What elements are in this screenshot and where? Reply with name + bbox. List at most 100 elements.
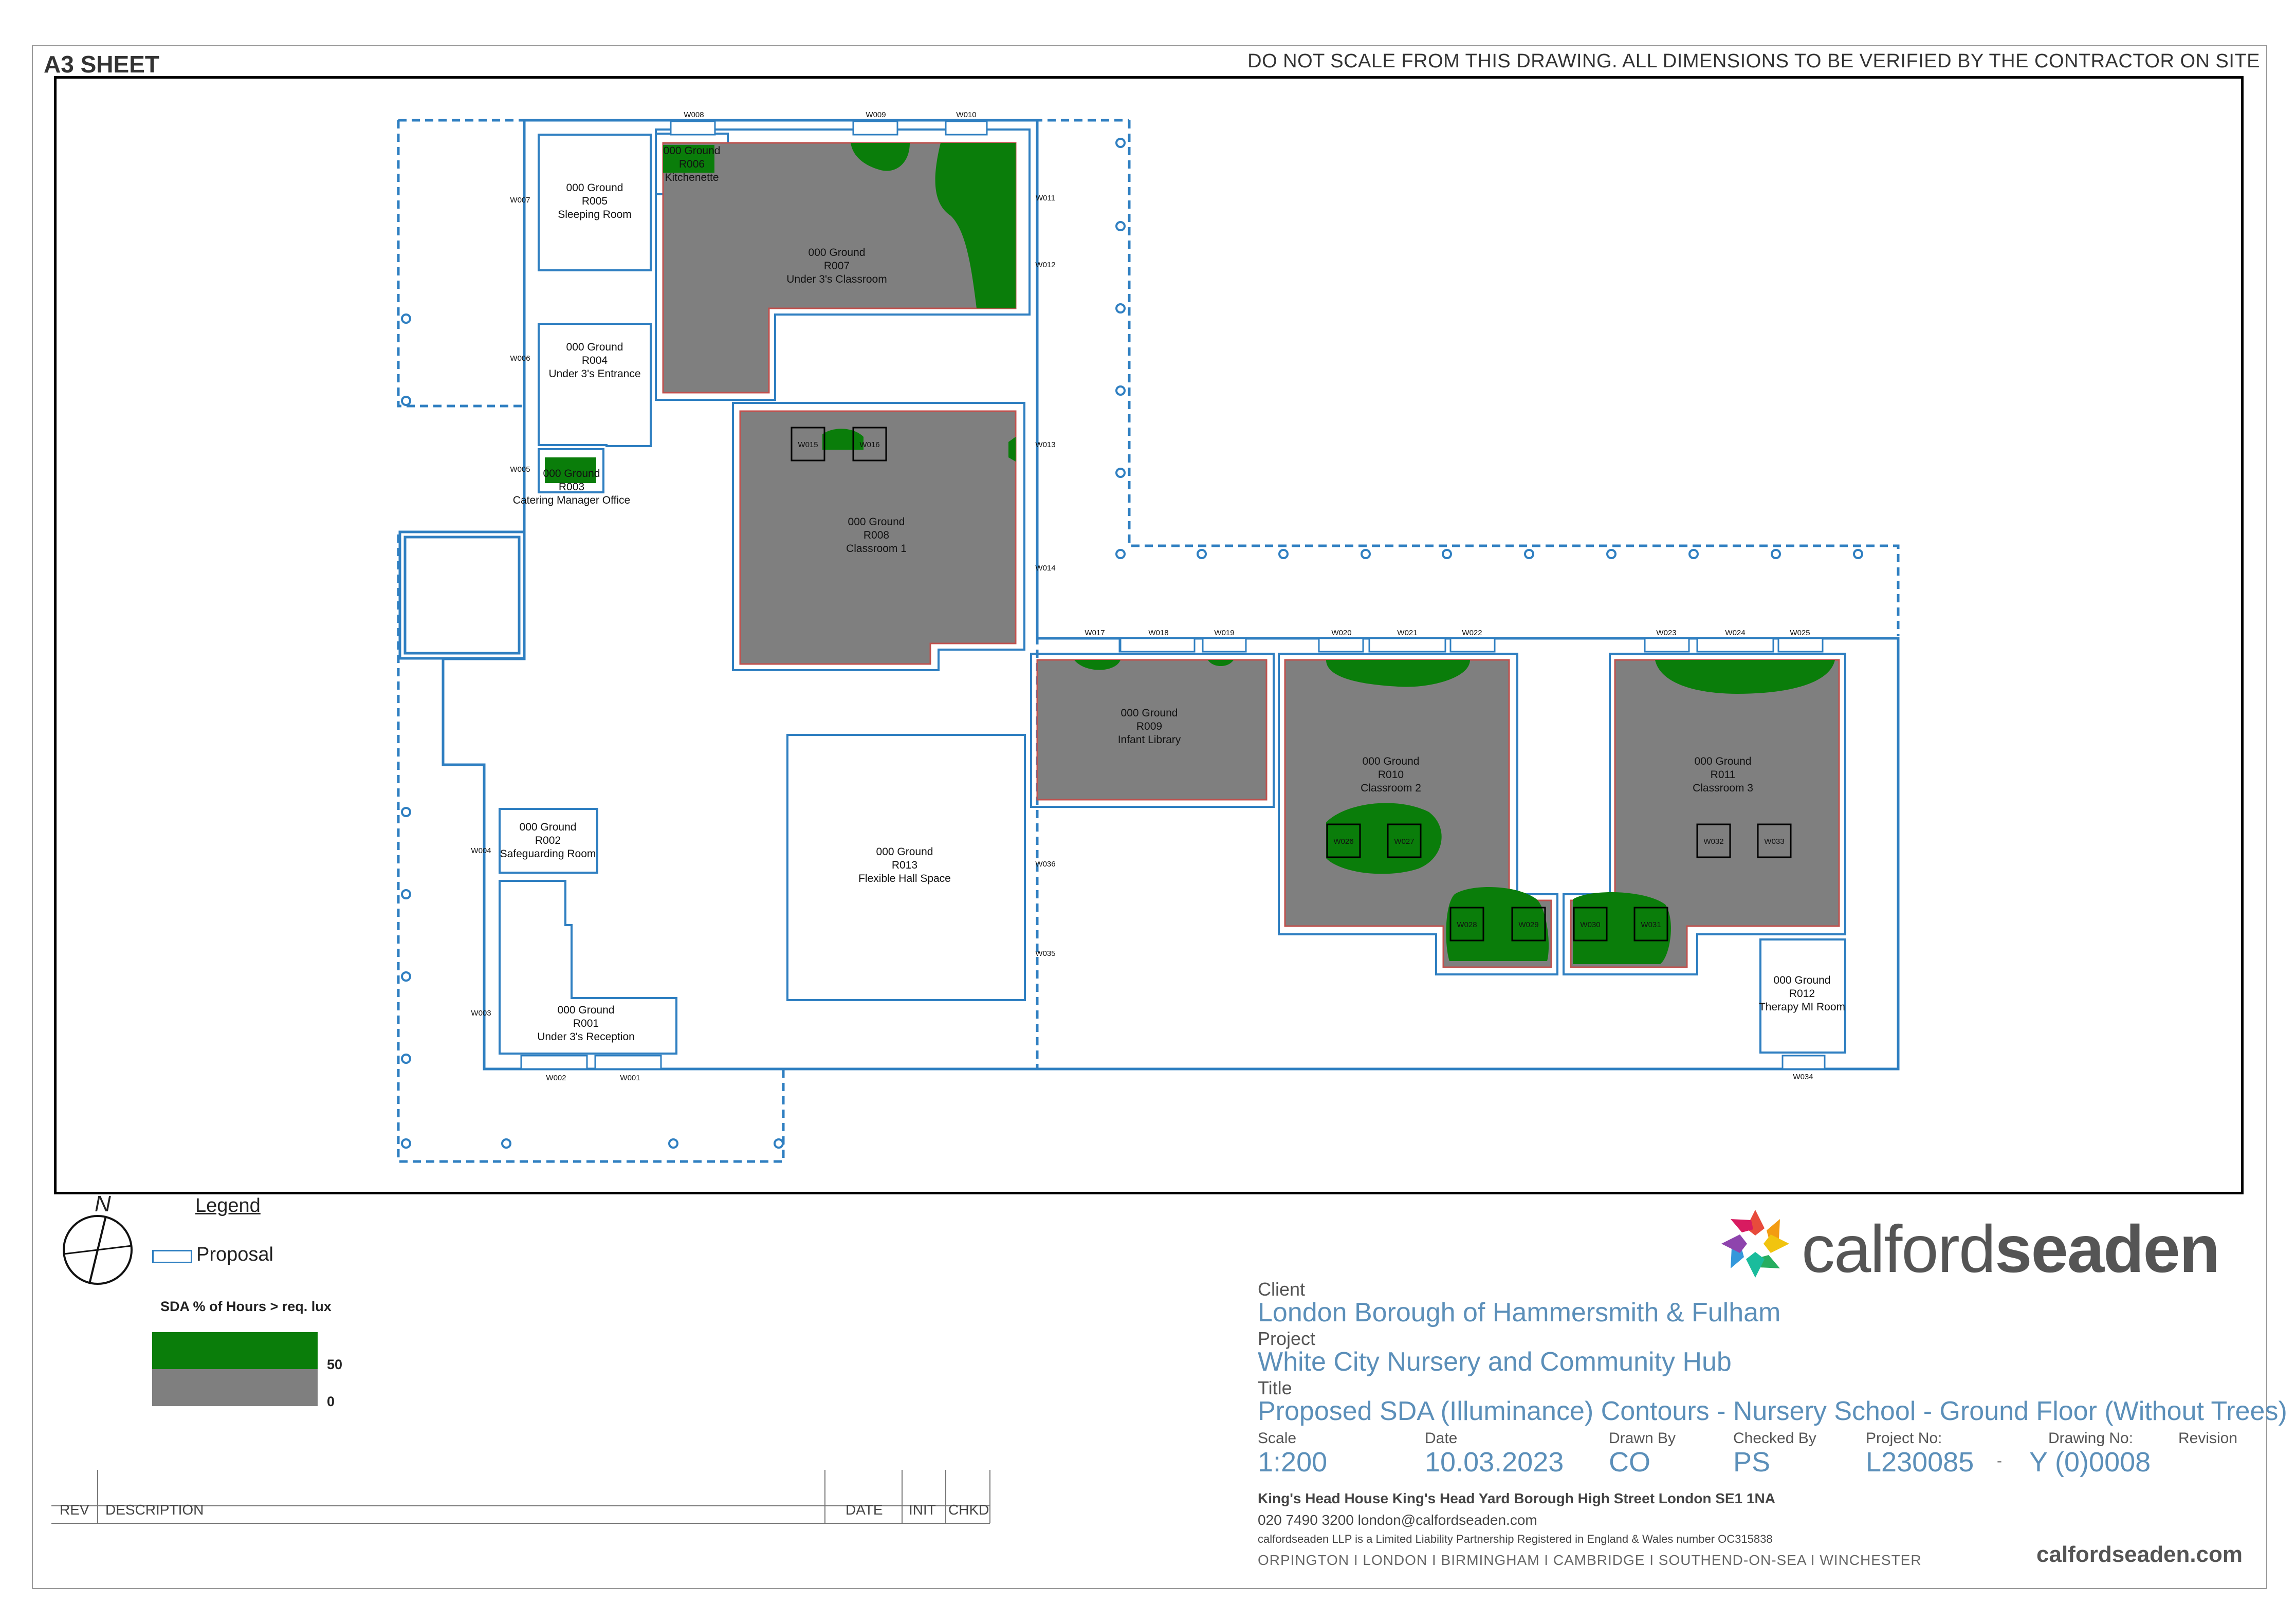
room-r006-level: 000 Ground bbox=[664, 145, 721, 157]
window-label-w018: W018 bbox=[1148, 629, 1168, 637]
window-label-w030: W030 bbox=[1580, 920, 1600, 929]
window-label-w004: W004 bbox=[471, 846, 491, 855]
room-r013-name: Flexible Hall Space bbox=[858, 873, 951, 884]
room-r001-name: Under 3's Reception bbox=[537, 1031, 635, 1043]
room-r012-id: R012 bbox=[1789, 988, 1815, 1000]
title-label: Title bbox=[1258, 1377, 1292, 1398]
room-r007-id: R007 bbox=[824, 260, 850, 272]
room-r010-id: R010 bbox=[1378, 769, 1404, 781]
company-offices: ORPINGTON I LONDON I BIRMINGHAM I CAMBRI… bbox=[1258, 1552, 1922, 1568]
window-frames bbox=[520, 120, 1826, 1070]
room-r002-level: 000 Ground bbox=[520, 821, 577, 833]
boundary-markers bbox=[401, 138, 1863, 1149]
room-r001-id: R001 bbox=[573, 1018, 599, 1029]
window-label-w031: W031 bbox=[1641, 920, 1661, 929]
scale-warning-note: DO NOT SCALE FROM THIS DRAWING. ALL DIME… bbox=[1247, 50, 2260, 72]
revision-label: Revision bbox=[2178, 1430, 2238, 1447]
window-label-w017: W017 bbox=[1085, 629, 1105, 637]
window-label-w028: W028 bbox=[1457, 920, 1477, 929]
sda-scale-low-value: 0 bbox=[327, 1394, 335, 1409]
room-r009-name: Infant Library bbox=[1118, 734, 1181, 746]
company-address: King's Head House King's Head Yard Borou… bbox=[1258, 1490, 1775, 1506]
project-label: Project bbox=[1258, 1328, 1316, 1349]
room-r011-id: R011 bbox=[1711, 769, 1736, 781]
room-r008-level: 000 Ground bbox=[848, 516, 905, 528]
room-r007-level: 000 Ground bbox=[809, 247, 866, 259]
sheet-size-label: A3 SHEET bbox=[44, 51, 159, 78]
checked-by-value: PS bbox=[1733, 1447, 1771, 1478]
window-label-w008: W008 bbox=[684, 110, 704, 119]
room-r013-id: R013 bbox=[892, 859, 917, 871]
room-r011-name: Classroom 3 bbox=[1693, 782, 1753, 794]
title-value: Proposed SDA (Illuminance) Contours - Nu… bbox=[1258, 1396, 2287, 1426]
window-label-w003: W003 bbox=[471, 1009, 491, 1018]
window-label-w009: W009 bbox=[866, 110, 886, 119]
rev-header: REV bbox=[60, 1502, 89, 1518]
room-r009-level: 000 Ground bbox=[1121, 707, 1178, 719]
proposal-swatch bbox=[152, 1250, 192, 1263]
scale-value: 1:200 bbox=[1258, 1447, 1328, 1478]
room-r007-name: Under 3's Classroom bbox=[786, 273, 887, 285]
company-legal: calfordseaden LLP is a Limited Liability… bbox=[1258, 1533, 1773, 1545]
client-label: Client bbox=[1258, 1279, 1306, 1300]
room-outlines bbox=[499, 128, 1846, 1055]
room-r011-level: 000 Ground bbox=[1695, 755, 1752, 767]
window-label-w016: W016 bbox=[859, 440, 879, 449]
legend-title: Legend bbox=[195, 1195, 261, 1216]
room-r001-level: 000 Ground bbox=[558, 1004, 615, 1016]
window-label-w010: W010 bbox=[956, 110, 976, 119]
window-label-w014: W014 bbox=[1035, 564, 1055, 573]
window-label-w033: W033 bbox=[1764, 837, 1784, 846]
sda-scale-title: SDA % of Hours > req. lux bbox=[160, 1299, 332, 1314]
date-label: Date bbox=[1425, 1430, 1458, 1447]
init-header: INIT bbox=[909, 1502, 936, 1518]
drawn-by-value: CO bbox=[1609, 1447, 1650, 1478]
window-label-w022: W022 bbox=[1462, 629, 1482, 637]
room-r002-id: R002 bbox=[535, 835, 561, 846]
plan-frame bbox=[54, 76, 2244, 1194]
window-label-w002: W002 bbox=[546, 1074, 566, 1082]
room-r006-name: Kitchenette bbox=[665, 172, 719, 183]
room-r008-id: R008 bbox=[864, 529, 889, 541]
window-label-w006: W006 bbox=[510, 354, 530, 363]
window-label-w023: W023 bbox=[1656, 629, 1676, 637]
room-r010-name: Classroom 2 bbox=[1361, 782, 1421, 794]
room-r004-level: 000 Ground bbox=[566, 341, 623, 353]
interior-window-markers bbox=[791, 427, 1792, 942]
room-r003-level: 000 Ground bbox=[543, 468, 600, 479]
project-value: White City Nursery and Community Hub bbox=[1258, 1347, 1732, 1377]
window-label-w019: W019 bbox=[1214, 629, 1234, 637]
chkd-header: CHKD bbox=[948, 1502, 989, 1518]
drawing-no-label: Drawing No: bbox=[2048, 1430, 2134, 1447]
room-r003-id: R003 bbox=[559, 481, 584, 493]
calfordseaden-logo-icon bbox=[1721, 1210, 1789, 1278]
revisions-table bbox=[51, 1470, 990, 1524]
company-website[interactable]: calfordseaden.com bbox=[2036, 1542, 2243, 1567]
window-label-w024: W024 bbox=[1725, 629, 1745, 637]
window-label-w013: W013 bbox=[1035, 440, 1055, 449]
room-r003-name: Catering Manager Office bbox=[513, 494, 630, 506]
sda-high-areas bbox=[545, 143, 1835, 964]
window-label-w005: W005 bbox=[510, 465, 530, 474]
window-label-w007: W007 bbox=[510, 196, 530, 205]
project-no-value: L230085 bbox=[1866, 1447, 1974, 1478]
room-r005-name: Sleeping Room bbox=[558, 209, 632, 220]
room-labels: 000 Ground R005 Sleeping Room 000 Ground… bbox=[500, 145, 1845, 1043]
room-r008-name: Classroom 1 bbox=[846, 543, 907, 555]
sda-scale-high-value: 50 bbox=[327, 1357, 343, 1372]
window-label-w001: W001 bbox=[620, 1074, 640, 1082]
date-header: DATE bbox=[846, 1502, 883, 1518]
description-header: DESCRIPTION bbox=[105, 1502, 204, 1518]
window-label-w032: W032 bbox=[1703, 837, 1723, 846]
room-r009-id: R009 bbox=[1136, 721, 1162, 732]
client-value: London Borough of Hammersmith & Fulham bbox=[1258, 1298, 1781, 1327]
proposal-label: Proposal bbox=[196, 1244, 273, 1265]
room-r010-level: 000 Ground bbox=[1363, 755, 1420, 767]
scale-label: Scale bbox=[1258, 1430, 1297, 1447]
date-value: 10.03.2023 bbox=[1425, 1447, 1564, 1478]
checked-by-label: Checked By bbox=[1733, 1430, 1816, 1447]
room-r004-name: Under 3's Entrance bbox=[548, 368, 640, 380]
building-outline bbox=[398, 119, 1900, 1071]
window-label-w011: W011 bbox=[1036, 194, 1055, 202]
window-label-w034: W034 bbox=[1793, 1073, 1813, 1081]
